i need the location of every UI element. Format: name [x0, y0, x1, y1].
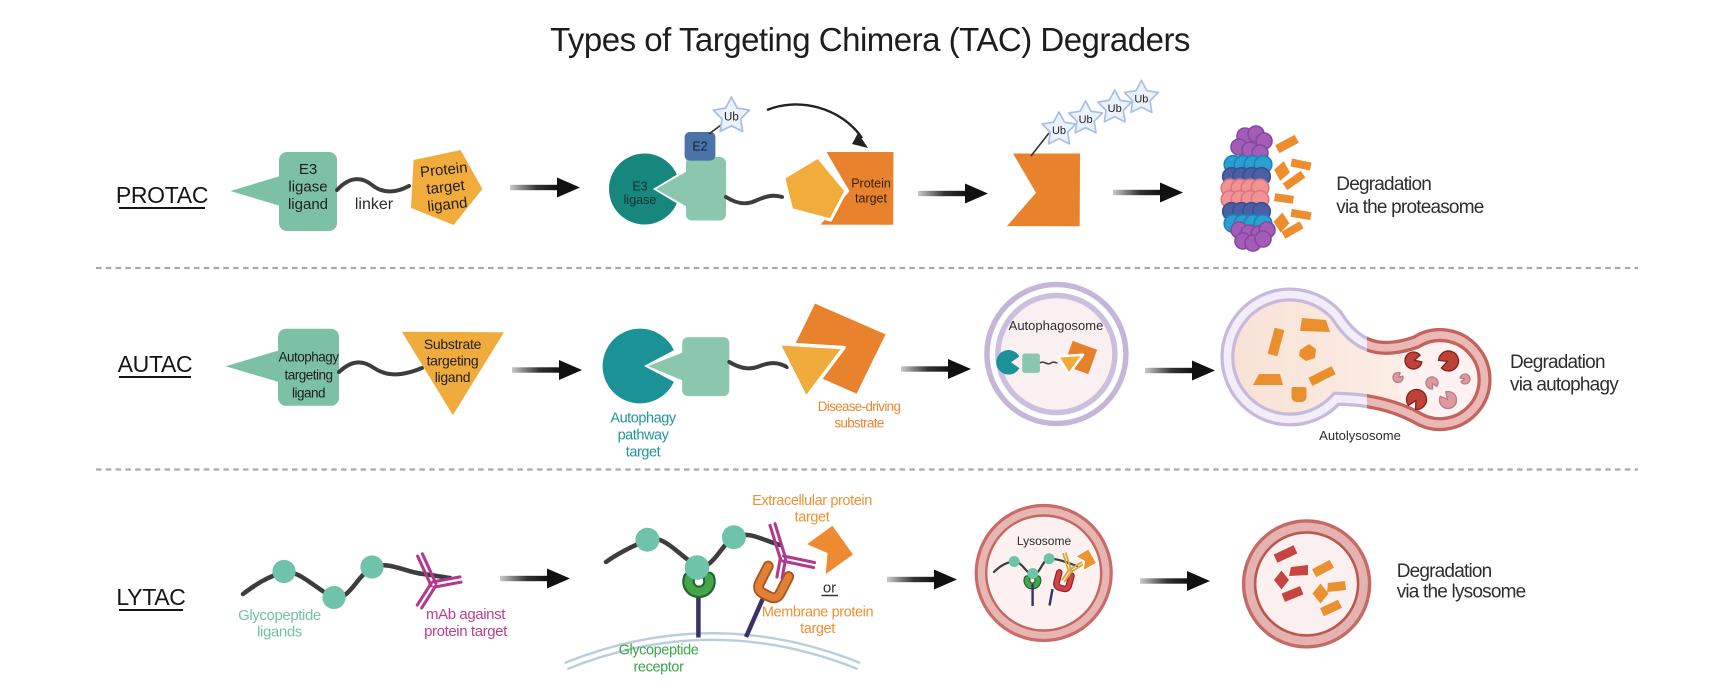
svg-text:target: target	[855, 192, 887, 206]
svg-text:targeting: targeting	[284, 368, 332, 383]
svg-text:target: target	[795, 510, 830, 526]
svg-text:Glycopeptide: Glycopeptide	[619, 643, 699, 659]
svg-text:via the proteasome: via the proteasome	[1336, 197, 1483, 218]
svg-text:Autophagosome: Autophagosome	[1009, 318, 1104, 333]
svg-text:Types of Targeting Chimera (TA: Types of Targeting Chimera (TAC) Degrade…	[550, 21, 1190, 58]
svg-text:Protein: Protein	[419, 159, 468, 181]
svg-text:AUTAC: AUTAC	[118, 351, 193, 377]
svg-text:Protein: Protein	[851, 177, 891, 191]
svg-text:Degradation: Degradation	[1397, 561, 1492, 582]
svg-text:Glycopeptide: Glycopeptide	[238, 607, 321, 624]
svg-text:LYTAC: LYTAC	[116, 584, 185, 610]
svg-text:E3: E3	[632, 180, 647, 194]
svg-text:E2: E2	[692, 140, 707, 154]
svg-text:ligase: ligase	[288, 179, 327, 196]
svg-text:Autophagy: Autophagy	[278, 350, 339, 365]
svg-text:PROTAC: PROTAC	[116, 182, 208, 208]
svg-text:Ub: Ub	[724, 112, 739, 124]
svg-text:Degradation: Degradation	[1336, 174, 1431, 195]
svg-text:or: or	[823, 580, 836, 597]
svg-text:Autolysosome: Autolysosome	[1319, 428, 1401, 443]
svg-text:target: target	[800, 621, 835, 637]
svg-text:ligand: ligand	[292, 386, 325, 401]
svg-text:ligase: ligase	[624, 193, 657, 207]
svg-text:ligand: ligand	[288, 196, 328, 213]
svg-text:substrate: substrate	[834, 416, 883, 431]
svg-text:Ub: Ub	[1108, 103, 1122, 115]
svg-text:linker: linker	[355, 196, 394, 213]
svg-text:targeting: targeting	[427, 353, 479, 369]
svg-text:pathway: pathway	[618, 428, 670, 444]
svg-text:receptor: receptor	[634, 660, 685, 676]
svg-text:E3: E3	[299, 161, 317, 178]
svg-text:Ub: Ub	[1052, 125, 1066, 137]
svg-text:Membrane protein: Membrane protein	[762, 605, 874, 621]
svg-text:mAb against: mAb against	[426, 606, 506, 623]
svg-text:target: target	[426, 177, 467, 198]
svg-text:Ub: Ub	[1134, 93, 1148, 105]
svg-text:ligands: ligands	[257, 624, 302, 641]
svg-text:target: target	[626, 445, 661, 461]
svg-text:Extracellular protein: Extracellular protein	[752, 493, 872, 509]
svg-text:Degradation: Degradation	[1510, 352, 1605, 373]
svg-text:via autophagy: via autophagy	[1510, 375, 1619, 396]
svg-text:ligand: ligand	[435, 369, 471, 385]
svg-text:Ub: Ub	[1079, 114, 1093, 126]
svg-text:Lysosome: Lysosome	[1017, 534, 1072, 548]
svg-text:Disease-driving: Disease-driving	[818, 399, 901, 414]
svg-text:Substrate: Substrate	[424, 336, 482, 352]
svg-text:via the lysosome: via the lysosome	[1397, 582, 1526, 603]
svg-text:ligand: ligand	[427, 194, 469, 215]
svg-text:protein target: protein target	[424, 623, 508, 640]
svg-text:Autophagy: Autophagy	[610, 411, 676, 427]
